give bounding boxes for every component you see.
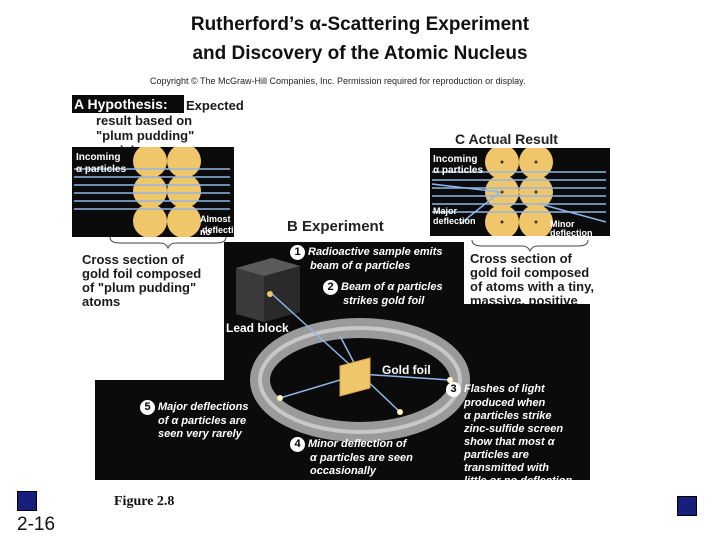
nuclear-atoms bbox=[485, 148, 553, 236]
panel-c-minor: Minor bbox=[550, 219, 575, 229]
step-2-number: 2 bbox=[323, 280, 338, 295]
panel-a-alpha: α particles bbox=[76, 164, 127, 175]
plum-pudding-atoms bbox=[133, 147, 201, 237]
alpha-beam bbox=[271, 293, 451, 413]
panel-b-heading: B Experiment bbox=[287, 218, 384, 235]
step-1-line-a: Radioactive sample emits bbox=[308, 246, 443, 258]
step-2-line-b: strikes gold foil bbox=[343, 295, 425, 307]
figure-label: Figure 2.8 bbox=[114, 494, 175, 509]
step-4-line-a: Minor deflection of bbox=[308, 438, 407, 450]
slide-title: Rutherford’s α-Scattering Experiment and… bbox=[0, 10, 720, 68]
step-3-line-g: transmitted with bbox=[464, 462, 549, 474]
gold-foil bbox=[339, 357, 371, 397]
nav-previous-button[interactable] bbox=[17, 491, 37, 511]
panel-c-caption-4: massive, positive bbox=[470, 293, 578, 308]
panel-a-caption-2: gold foil composed bbox=[82, 266, 202, 281]
step-3-line-e: show that most α bbox=[464, 436, 555, 448]
panel-a-caption-4: atoms bbox=[82, 294, 121, 309]
panel-a-heading-rest-1: Expected bbox=[186, 98, 244, 113]
zinc-sulfide-screen bbox=[250, 318, 470, 442]
step-3-line-d: zinc-sulfide screen bbox=[464, 423, 564, 435]
step-3-line-c: α particles strike bbox=[464, 410, 552, 422]
step-1-number: 1 bbox=[290, 245, 305, 260]
step-5-line-c: seen very rarely bbox=[158, 428, 242, 440]
panel-c-caption-3: of atoms with a tiny, bbox=[470, 279, 594, 294]
panel-c-incoming: Incoming bbox=[433, 154, 478, 165]
title-line-1: Rutherford’s α-Scattering Experiment bbox=[190, 14, 530, 35]
panel-c-caption-5: nucleus bbox=[470, 307, 520, 322]
panel-a-heading: A Hypothesis: bbox=[74, 96, 168, 112]
step-3-line-f: particles are bbox=[464, 449, 529, 461]
panel-c-minor-deflection: deflection bbox=[550, 228, 593, 238]
lead-block-label: Lead block bbox=[226, 321, 289, 335]
panel-c-caption-2: gold foil composed bbox=[470, 265, 590, 280]
light-flashes bbox=[277, 377, 453, 415]
step-1-line-b: beam of α particles bbox=[310, 260, 411, 272]
step-4-line-b: α particles are seen bbox=[310, 452, 413, 464]
panel-a-heading-box: A Hypothesis: bbox=[72, 95, 184, 113]
step-4-number: 4 bbox=[290, 437, 305, 452]
panel-c-alpha: α particles bbox=[433, 165, 484, 176]
copyright-notice: Copyright © The McGraw-Hill Companies, I… bbox=[150, 76, 526, 86]
step-5-line-a: Major deflections bbox=[158, 401, 249, 413]
panel-a-deflection: deflection bbox=[202, 225, 245, 235]
alpha-beam-lines-c bbox=[431, 171, 607, 225]
panel-c-major: Major bbox=[433, 206, 458, 216]
panel-c-caption-1: Cross section of bbox=[470, 251, 572, 266]
panel-c-brace bbox=[471, 239, 589, 252]
panel-a-hypothesis: A Hypothesis: Expected result based on "… bbox=[72, 95, 245, 309]
panel-a-incoming: Incoming bbox=[76, 152, 121, 163]
step-2-line-a: Beam of α particles bbox=[341, 281, 443, 293]
panel-a-caption-1: Cross section of bbox=[82, 252, 184, 267]
panel-c-major-deflection: deflection bbox=[433, 216, 476, 226]
step-3-line-h: little or no deflection bbox=[464, 475, 573, 487]
step-5-number: 5 bbox=[140, 400, 155, 415]
slide-number: 2-16 bbox=[17, 514, 56, 535]
step-3-line-a: Flashes of light bbox=[464, 383, 545, 395]
lead-block bbox=[236, 258, 300, 322]
step-3-line-b: produced when bbox=[464, 397, 546, 409]
nav-next-button[interactable] bbox=[677, 496, 697, 516]
alpha-beam-lines-a bbox=[74, 168, 230, 210]
panel-c-actual-result: C Actual Result Incoming α particles Maj… bbox=[430, 128, 610, 328]
title-line-2: and Discovery of the Atomic Nucleus bbox=[192, 43, 528, 64]
step-5-line-b: of α particles are bbox=[158, 415, 247, 427]
panel-c-heading: C Actual Result bbox=[455, 131, 558, 147]
panel-a-heading-rest-2: result based on bbox=[96, 113, 193, 128]
panel-a-almost-no: Almost no bbox=[200, 214, 231, 237]
nuclear-atom-diagram bbox=[430, 148, 610, 236]
plum-pudding-diagram bbox=[72, 147, 234, 237]
step-4-line-c: occasionally bbox=[310, 465, 377, 477]
panel-a-caption-3: of "plum pudding" bbox=[82, 280, 197, 295]
step-3-number: 3 bbox=[446, 382, 461, 397]
gold-foil-label: Gold foil bbox=[382, 363, 431, 377]
panel-a-brace bbox=[109, 236, 227, 249]
